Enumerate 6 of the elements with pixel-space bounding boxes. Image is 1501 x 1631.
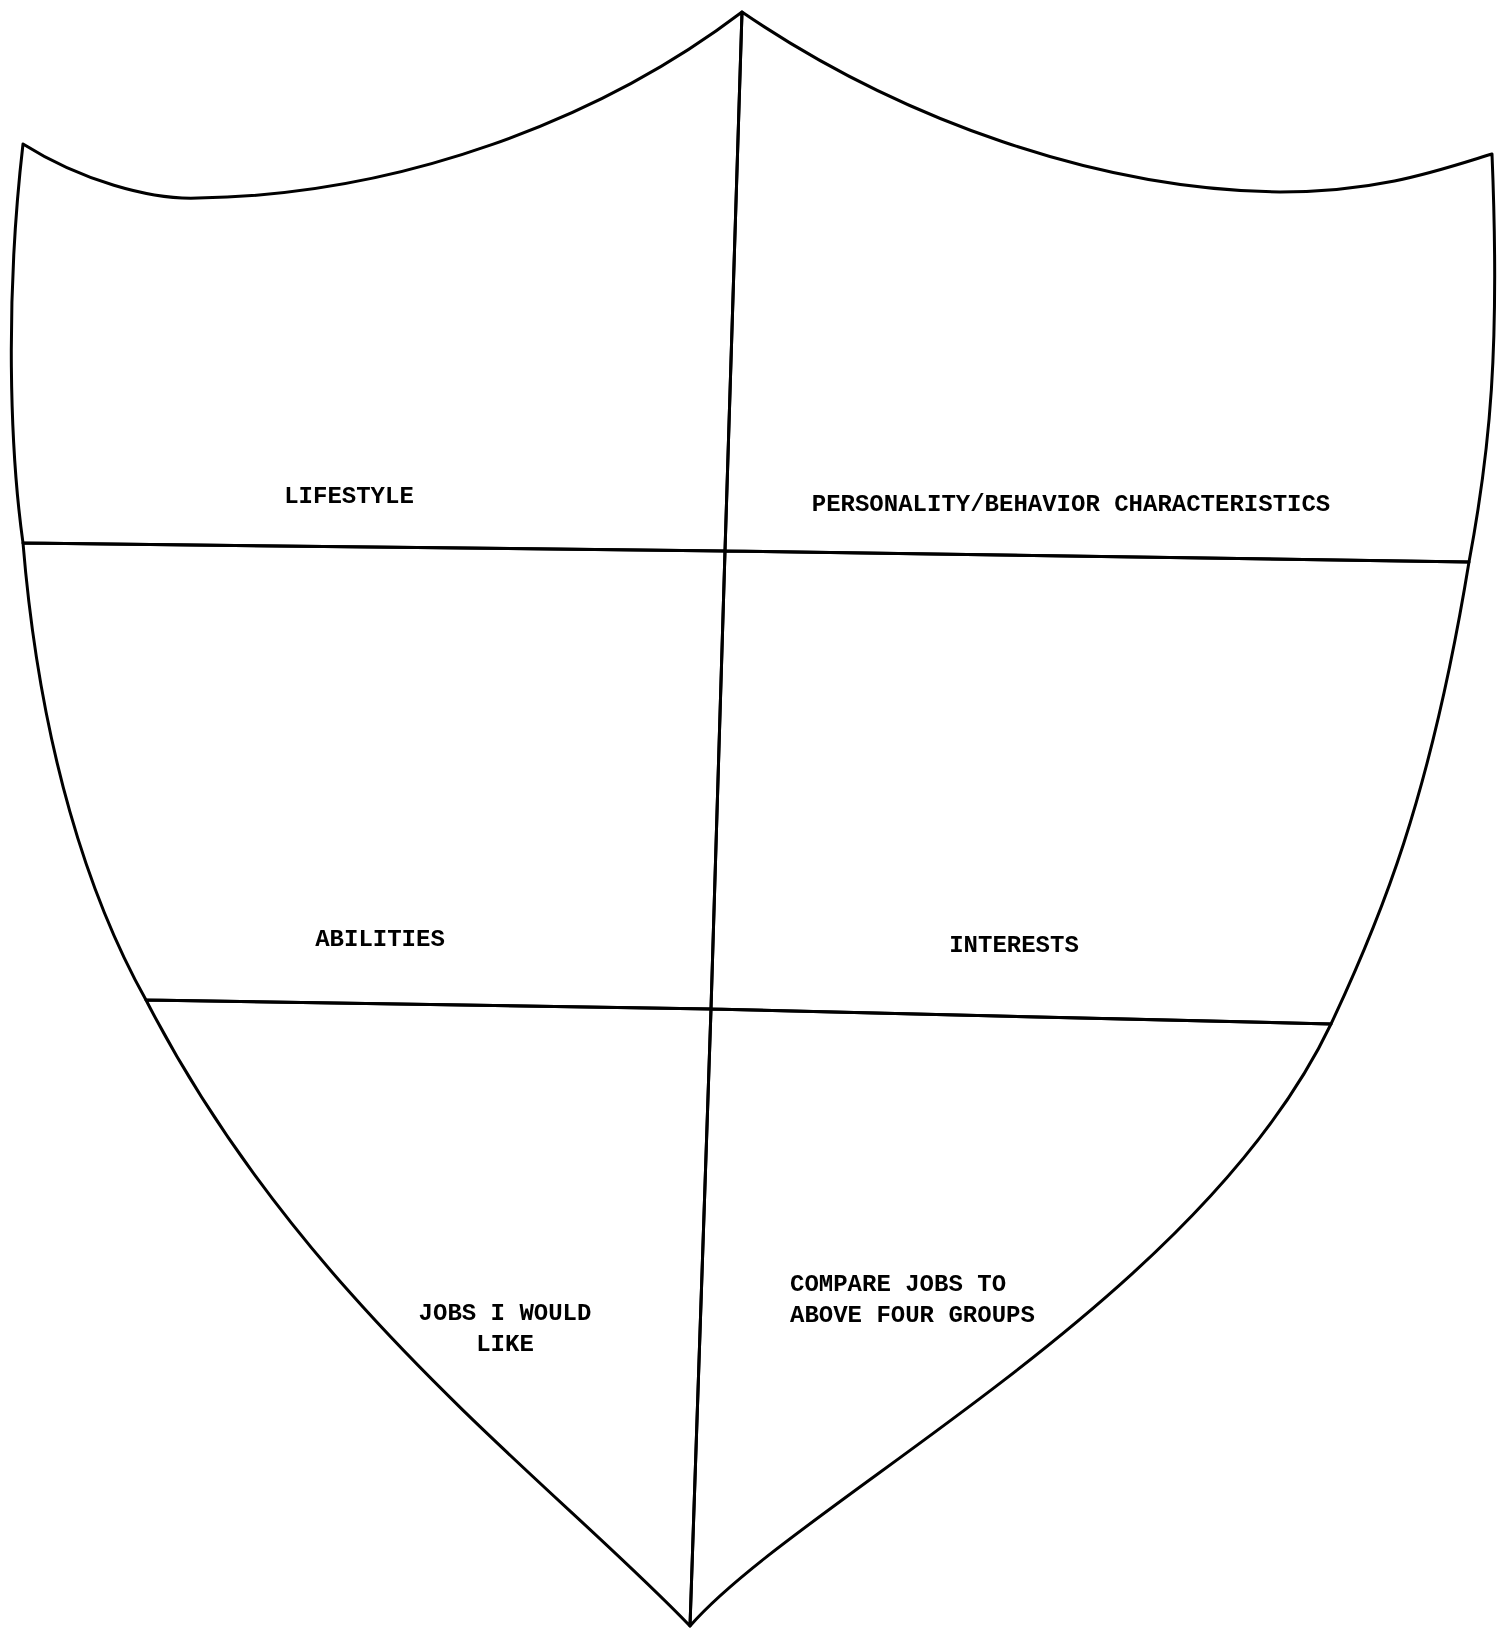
section-label: PERSONALITY/BEHAVIOR CHARACTERISTICS xyxy=(811,489,1331,520)
section-label: LIFESTYLE xyxy=(284,481,414,512)
section-label: ABILITIES xyxy=(315,924,445,955)
section-label: INTERESTS xyxy=(949,930,1079,961)
section-label: COMPARE JOBS TO ABOVE FOUR GROUPS xyxy=(790,1270,1036,1331)
section-label: JOBS I WOULD LIKE xyxy=(417,1299,593,1360)
